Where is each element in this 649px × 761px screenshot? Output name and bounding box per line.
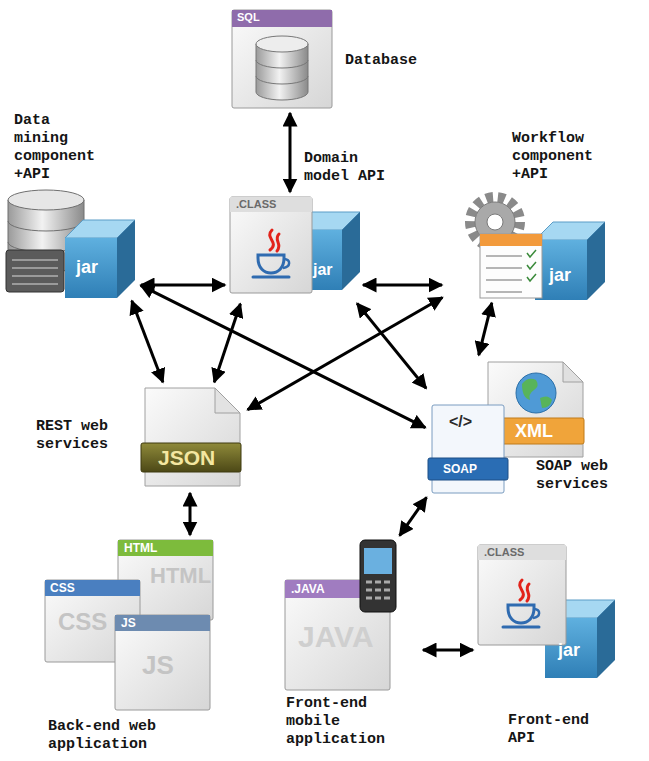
connector-arrow [141, 284, 225, 287]
connector-arrow [141, 285, 426, 427]
icon-label: CSS [50, 582, 75, 594]
connector-arrow [479, 303, 492, 355]
icon-label: XML [515, 422, 553, 440]
node-caption: Back-end web application [48, 718, 168, 754]
connector-arrow [214, 304, 240, 382]
icon-label: jar [549, 266, 571, 284]
connector-arrow [357, 303, 426, 388]
connector-arrow [400, 497, 427, 535]
node-caption: Workflow component +API [512, 130, 607, 184]
icon-label: HTML [124, 542, 157, 554]
connector-arrow [289, 113, 292, 192]
component-node: REST web services [140, 385, 245, 490]
icon-label: </> [449, 414, 472, 430]
component-node: Data mining component +API [3, 188, 138, 298]
icon-label: .CLASS [484, 547, 524, 558]
node-caption: Database [345, 52, 417, 70]
component-node: Front-end mobile application [283, 538, 420, 692]
component-node: Database [230, 8, 335, 110]
icon-label: JS [121, 617, 136, 629]
icon-label: JS [142, 652, 174, 678]
icon-label: CSS [58, 610, 107, 634]
component-node: Domain model API [228, 195, 360, 301]
icon-label: SOAP [443, 463, 477, 475]
component-node: Workflow component +API [445, 190, 605, 300]
icon-label: HTML [150, 565, 211, 587]
icon-label: .JAVA [291, 583, 325, 595]
icon-label: jar [313, 262, 333, 278]
connector-arrow [132, 301, 163, 382]
node-caption: Front-end API [508, 712, 598, 748]
icon-label: JSON [158, 447, 215, 468]
node-caption: SOAP web services [536, 458, 621, 494]
icon-label: JAVA [298, 622, 374, 652]
connector-arrow [423, 649, 473, 652]
node-caption: Data mining component +API [14, 112, 109, 184]
node-caption: Front-end mobile application [286, 695, 386, 749]
component-node: Front-end API [476, 543, 618, 678]
node-caption: REST web services [36, 418, 121, 454]
connector-arrow [363, 284, 442, 287]
icon-label: jar [76, 258, 98, 276]
node-caption: Domain model API [304, 150, 399, 186]
icon-label: jar [558, 641, 580, 659]
icon-label: .CLASS [236, 199, 276, 210]
icon-label: SQL [237, 12, 260, 23]
connector-arrow [189, 493, 192, 535]
